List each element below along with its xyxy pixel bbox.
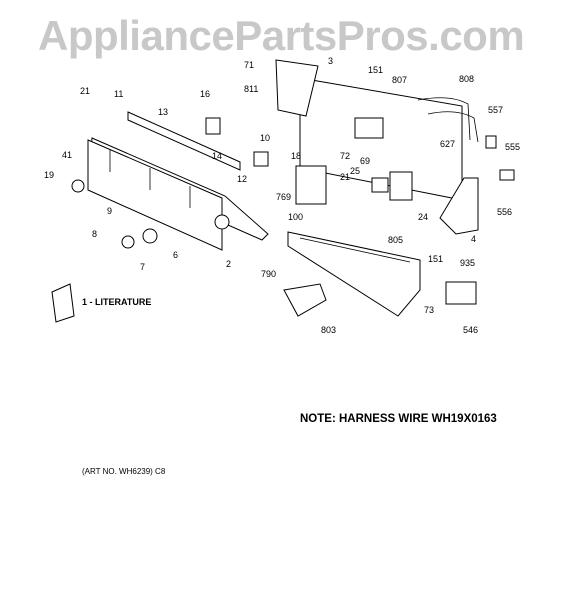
callout-41: 41 (62, 150, 72, 160)
callout-19: 19 (44, 170, 54, 180)
art-number: (ART NO. WH6239) C8 (82, 467, 166, 476)
callout-8: 8 (92, 229, 97, 239)
harness-part (445, 281, 477, 305)
callout-16: 16 (200, 89, 210, 99)
callout-21-left: 21 (80, 86, 90, 96)
backsplash-part (291, 77, 463, 201)
callout-10: 10 (260, 133, 270, 143)
callout-14: 14 (212, 151, 222, 161)
bracket-803-part (283, 283, 327, 317)
callout-11: 11 (114, 89, 123, 99)
control-panel-part (87, 111, 269, 251)
callout-73: 73 (424, 305, 434, 315)
callout-807: 807 (392, 75, 407, 85)
callout-7: 7 (140, 262, 145, 272)
callout-72: 72 (340, 151, 350, 161)
callout-556: 556 (497, 207, 512, 217)
callout-790: 790 (261, 269, 276, 279)
callout-4: 4 (471, 234, 476, 244)
callout-9: 9 (107, 206, 112, 216)
literature-label: 1 - LITERATURE (82, 297, 152, 307)
callout-69: 69 (360, 156, 370, 166)
callout-18: 18 (291, 151, 301, 161)
callout-12: 12 (237, 174, 247, 184)
literature-booklet (51, 283, 75, 323)
callout-2: 2 (226, 259, 231, 269)
callout-71: 71 (244, 60, 254, 70)
callout-25: 25 (350, 166, 360, 176)
foot-bracket-part (439, 177, 479, 235)
callout-24: 24 (418, 212, 428, 222)
callout-808: 808 (459, 74, 474, 84)
callout-100: 100 (288, 212, 303, 222)
callout-6: 6 (173, 250, 178, 260)
hose-part (417, 97, 471, 141)
callout-805: 805 (388, 235, 403, 245)
callout-811: 811 (244, 84, 258, 94)
callout-935: 935 (460, 258, 475, 268)
callout-555: 555 (505, 142, 520, 152)
callout-151-top: 151 (368, 65, 383, 75)
callout-627: 627 (440, 139, 455, 149)
callout-21-right: 21 (340, 172, 350, 182)
switch-part (205, 117, 221, 135)
harness-note: NOTE: HARNESS WIRE WH19X0163 (300, 413, 497, 425)
callout-557: 557 (488, 105, 503, 115)
callout-13: 13 (158, 107, 168, 117)
rear-panel-part (287, 231, 421, 317)
watermark: AppliancePartsPros.com (38, 12, 525, 59)
knob-part (71, 179, 85, 193)
callout-546: 546 (463, 325, 478, 335)
callout-151-bottom: 151 (428, 254, 443, 264)
timer-part (295, 165, 327, 205)
callout-769: 769 (276, 192, 291, 202)
bracket-part (275, 59, 319, 117)
callout-3: 3 (328, 56, 333, 66)
callout-803: 803 (321, 325, 336, 335)
